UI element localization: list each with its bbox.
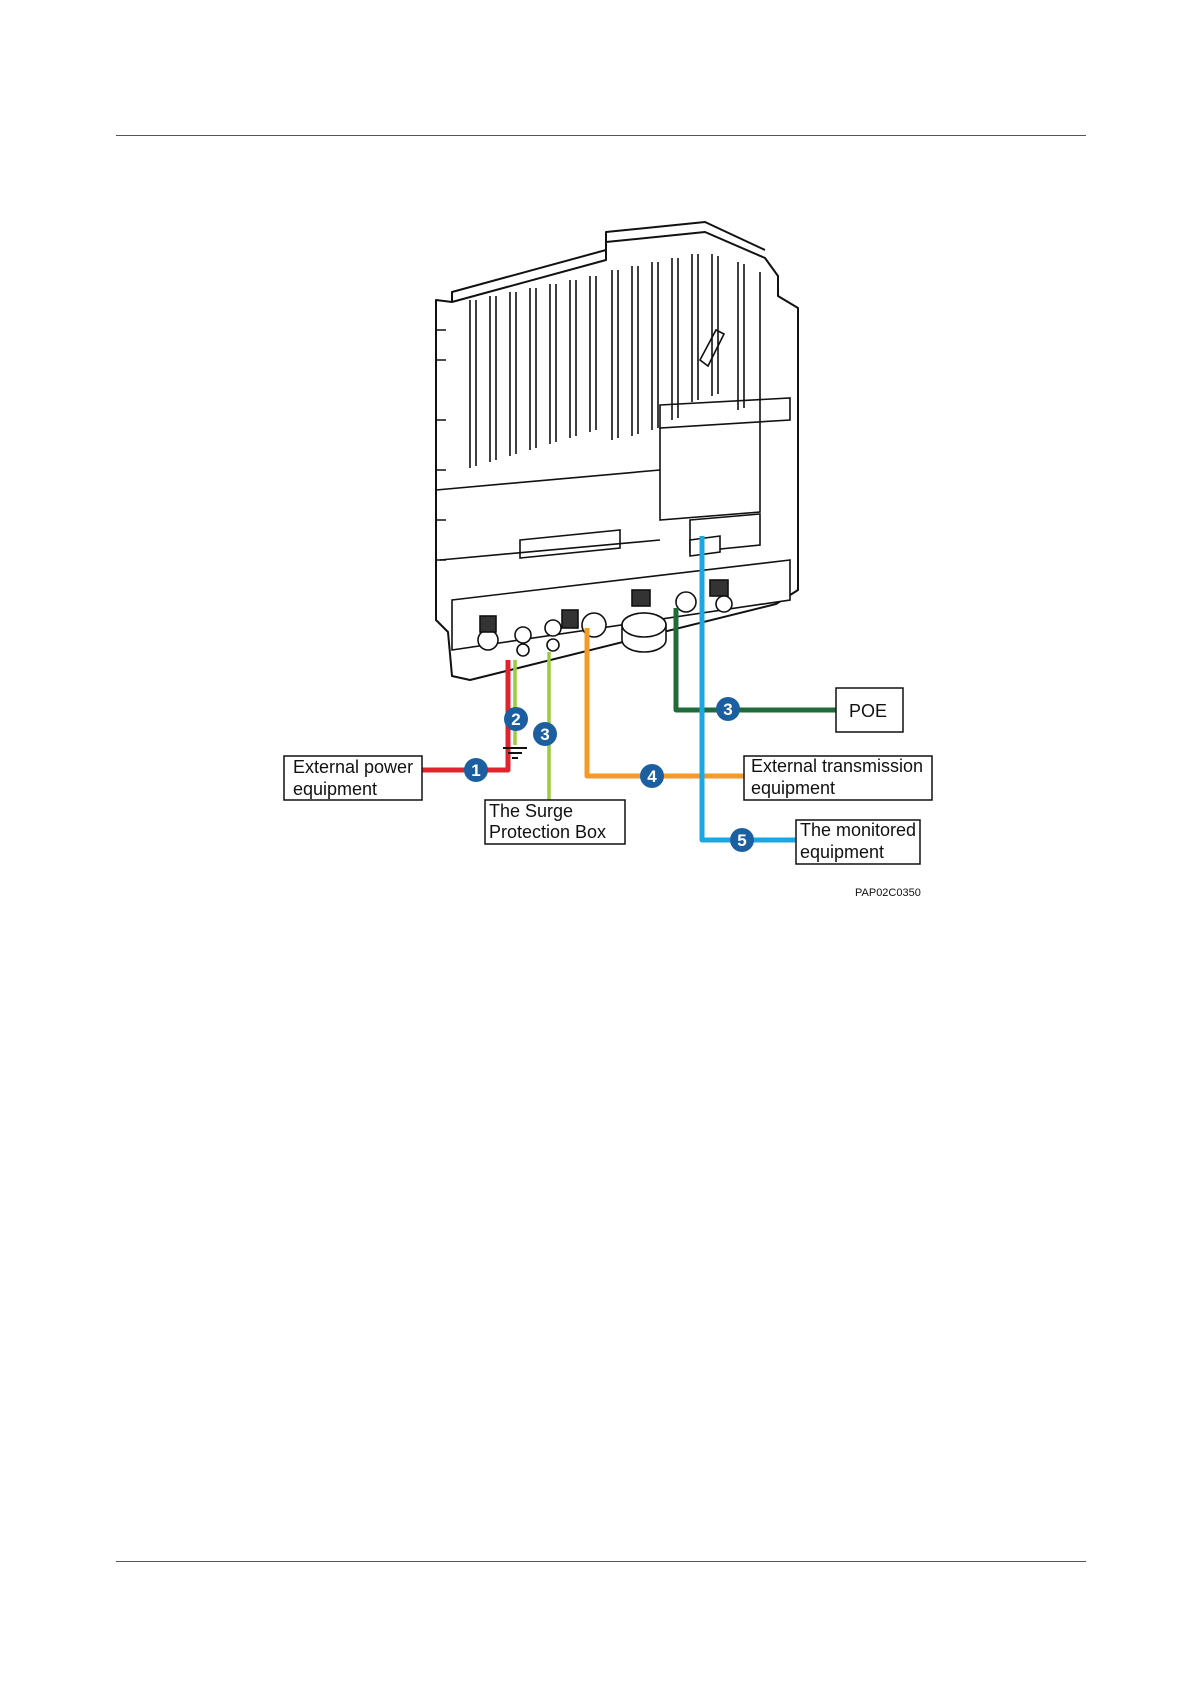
svg-text:equipment: equipment — [800, 842, 884, 862]
label-external-power: External power equipment — [284, 756, 422, 800]
label-poe: POE — [836, 688, 903, 732]
svg-text:The monitored: The monitored — [800, 820, 916, 840]
callout-5: 5 — [730, 828, 754, 852]
svg-text:4: 4 — [647, 767, 657, 786]
svg-text:5: 5 — [737, 831, 746, 850]
label-surge-protection-box: The Surge Protection Box — [485, 800, 625, 844]
label-monitored-equipment: The monitored equipment — [796, 820, 920, 864]
svg-text:3: 3 — [723, 700, 732, 719]
figure-id: PAP02C0350 — [855, 887, 921, 899]
svg-text:Protection Box: Protection Box — [489, 822, 606, 842]
svg-text:POE: POE — [849, 701, 887, 721]
svg-text:The Surge: The Surge — [489, 801, 573, 821]
callout-3-surge: 3 — [533, 722, 557, 746]
callout-4: 4 — [640, 764, 664, 788]
callout-3-poe: 3 — [716, 697, 740, 721]
svg-text:equipment: equipment — [293, 779, 377, 799]
svg-text:3: 3 — [540, 725, 549, 744]
callout-2: 2 — [504, 707, 528, 731]
callout-1: 1 — [464, 758, 488, 782]
svg-text:equipment: equipment — [751, 778, 835, 798]
svg-text:External power: External power — [293, 757, 413, 777]
svg-text:1: 1 — [471, 761, 480, 780]
svg-text:2: 2 — [511, 710, 520, 729]
label-external-transmission: External transmission equipment — [744, 756, 932, 800]
svg-text:External transmission: External transmission — [751, 756, 923, 776]
